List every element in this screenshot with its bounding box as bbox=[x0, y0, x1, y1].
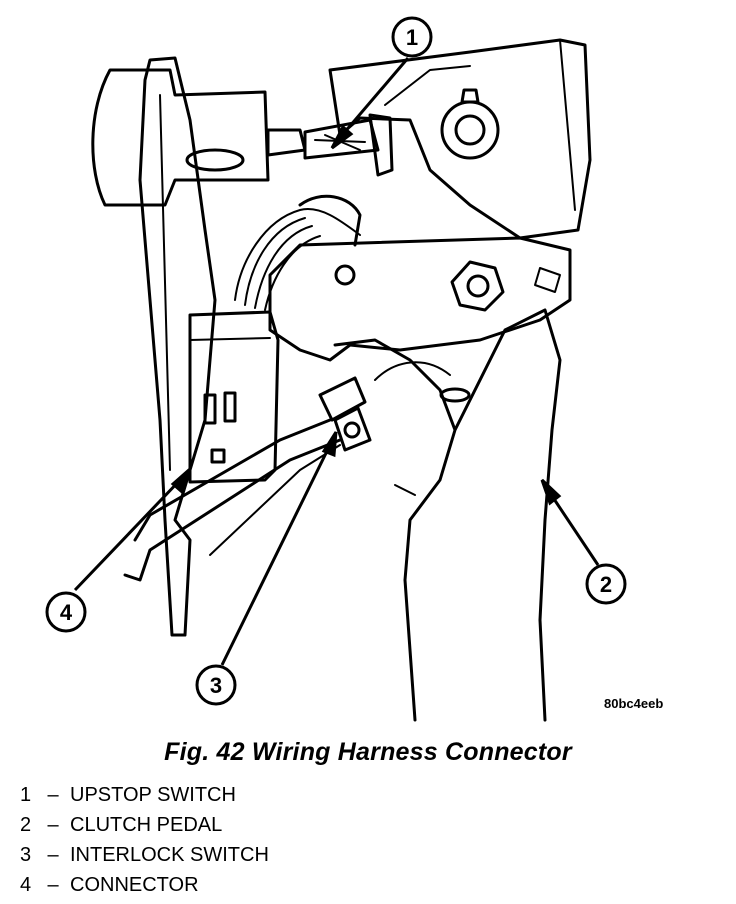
harness-wires bbox=[234, 208, 361, 311]
interlock-switch bbox=[318, 376, 372, 452]
callout-3-circle bbox=[195, 664, 237, 706]
legend-dash: – bbox=[47, 844, 59, 866]
legend-number: 3 bbox=[20, 844, 32, 866]
callout-4-circle bbox=[45, 591, 87, 633]
leader-4 bbox=[73, 476, 184, 592]
legend-dash: – bbox=[47, 874, 59, 896]
figure-code: 80bc4eeb bbox=[604, 696, 664, 711]
callout-1: 1 bbox=[406, 25, 418, 50]
legend-item: 1–UPSTOP SWITCH bbox=[20, 780, 269, 810]
legend-item: 2–CLUTCH PEDAL bbox=[20, 810, 269, 840]
legend-label: INTERLOCK SWITCH bbox=[70, 844, 269, 866]
legend-item: 4–CONNECTOR bbox=[20, 870, 269, 900]
legend-dash: – bbox=[47, 814, 59, 836]
connector bbox=[188, 310, 280, 484]
legend-label: CONNECTOR bbox=[70, 874, 199, 896]
callout-3: 3 bbox=[210, 673, 222, 698]
figure-caption: Fig. 42 Wiring Harness Connector bbox=[164, 738, 572, 766]
wiring-harness-illustration: 1 2 3 4 bbox=[45, 16, 627, 722]
clutch-pedal bbox=[333, 308, 562, 722]
legend-dash: – bbox=[47, 784, 59, 806]
callout-4: 4 bbox=[60, 600, 73, 625]
callout-1-circle bbox=[391, 16, 433, 58]
leader-2 bbox=[546, 489, 600, 566]
legend-item: 3–INTERLOCK SWITCH bbox=[20, 840, 269, 870]
cylinder-body bbox=[91, 68, 270, 207]
upstop-switch bbox=[266, 113, 394, 177]
callout-2-circle bbox=[585, 563, 627, 605]
linkage-rod bbox=[123, 418, 342, 582]
left-bracket bbox=[138, 56, 217, 637]
legend-number: 4 bbox=[20, 874, 32, 896]
callout-2: 2 bbox=[600, 572, 612, 597]
leader-1 bbox=[336, 57, 410, 141]
legend-number: 1 bbox=[20, 784, 32, 806]
pedal-arm-plate bbox=[268, 236, 572, 362]
pivot-stud bbox=[440, 100, 500, 160]
leader-3 bbox=[220, 444, 332, 666]
hex-nut bbox=[450, 260, 505, 312]
legend-label: CLUTCH PEDAL bbox=[70, 814, 223, 836]
legend-number: 2 bbox=[20, 814, 32, 836]
legend-label: UPSTOP SWITCH bbox=[70, 784, 236, 806]
legend-list: 1–UPSTOP SWITCH 2–CLUTCH PEDAL 3–INTERLO… bbox=[20, 780, 269, 900]
